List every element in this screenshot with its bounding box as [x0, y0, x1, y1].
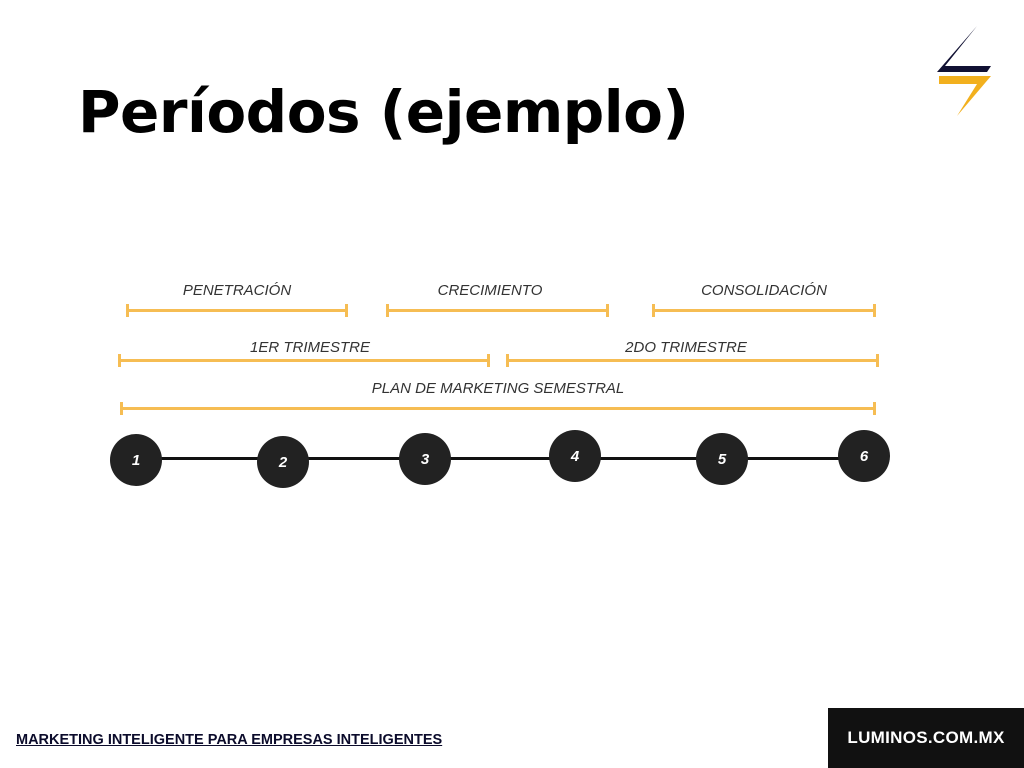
quarter-range-2: [506, 354, 879, 367]
timeline-node-4: 4: [549, 430, 601, 482]
timeline-node-6: 6: [838, 430, 890, 482]
timeline-node-3: 3: [399, 433, 451, 485]
timeline-node-5: 5: [696, 433, 748, 485]
footer-tagline: MARKETING INTELIGENTE PARA EMPRESAS INTE…: [16, 732, 443, 748]
page-title: Períodos (ejemplo): [78, 78, 689, 146]
quarter-range-1: [118, 354, 490, 367]
phase-range-crecimiento: [386, 304, 609, 317]
lightning-bolt-icon: [937, 26, 991, 116]
plan-range: [120, 402, 876, 415]
phase-label-consolidacion: CONSOLIDACIÓN: [701, 282, 827, 299]
plan-label: PLAN DE MARKETING SEMESTRAL: [371, 380, 625, 397]
footer-brand: LUMINOS.COM.MX: [828, 708, 1024, 768]
phase-label-crecimiento: CRECIMIENTO: [437, 282, 543, 299]
phase-label-penetracion: PENETRACIÓN: [182, 282, 292, 299]
timeline-node-2: 2: [257, 436, 309, 488]
phase-range-penetracion: [126, 304, 348, 317]
quarter-label-2: 2DO TRIMESTRE: [625, 339, 747, 356]
timeline-node-1: 1: [110, 434, 162, 486]
timeline-line: [136, 457, 864, 460]
phase-range-consolidacion: [652, 304, 876, 317]
quarter-label-1: 1ER TRIMESTRE: [249, 339, 371, 356]
